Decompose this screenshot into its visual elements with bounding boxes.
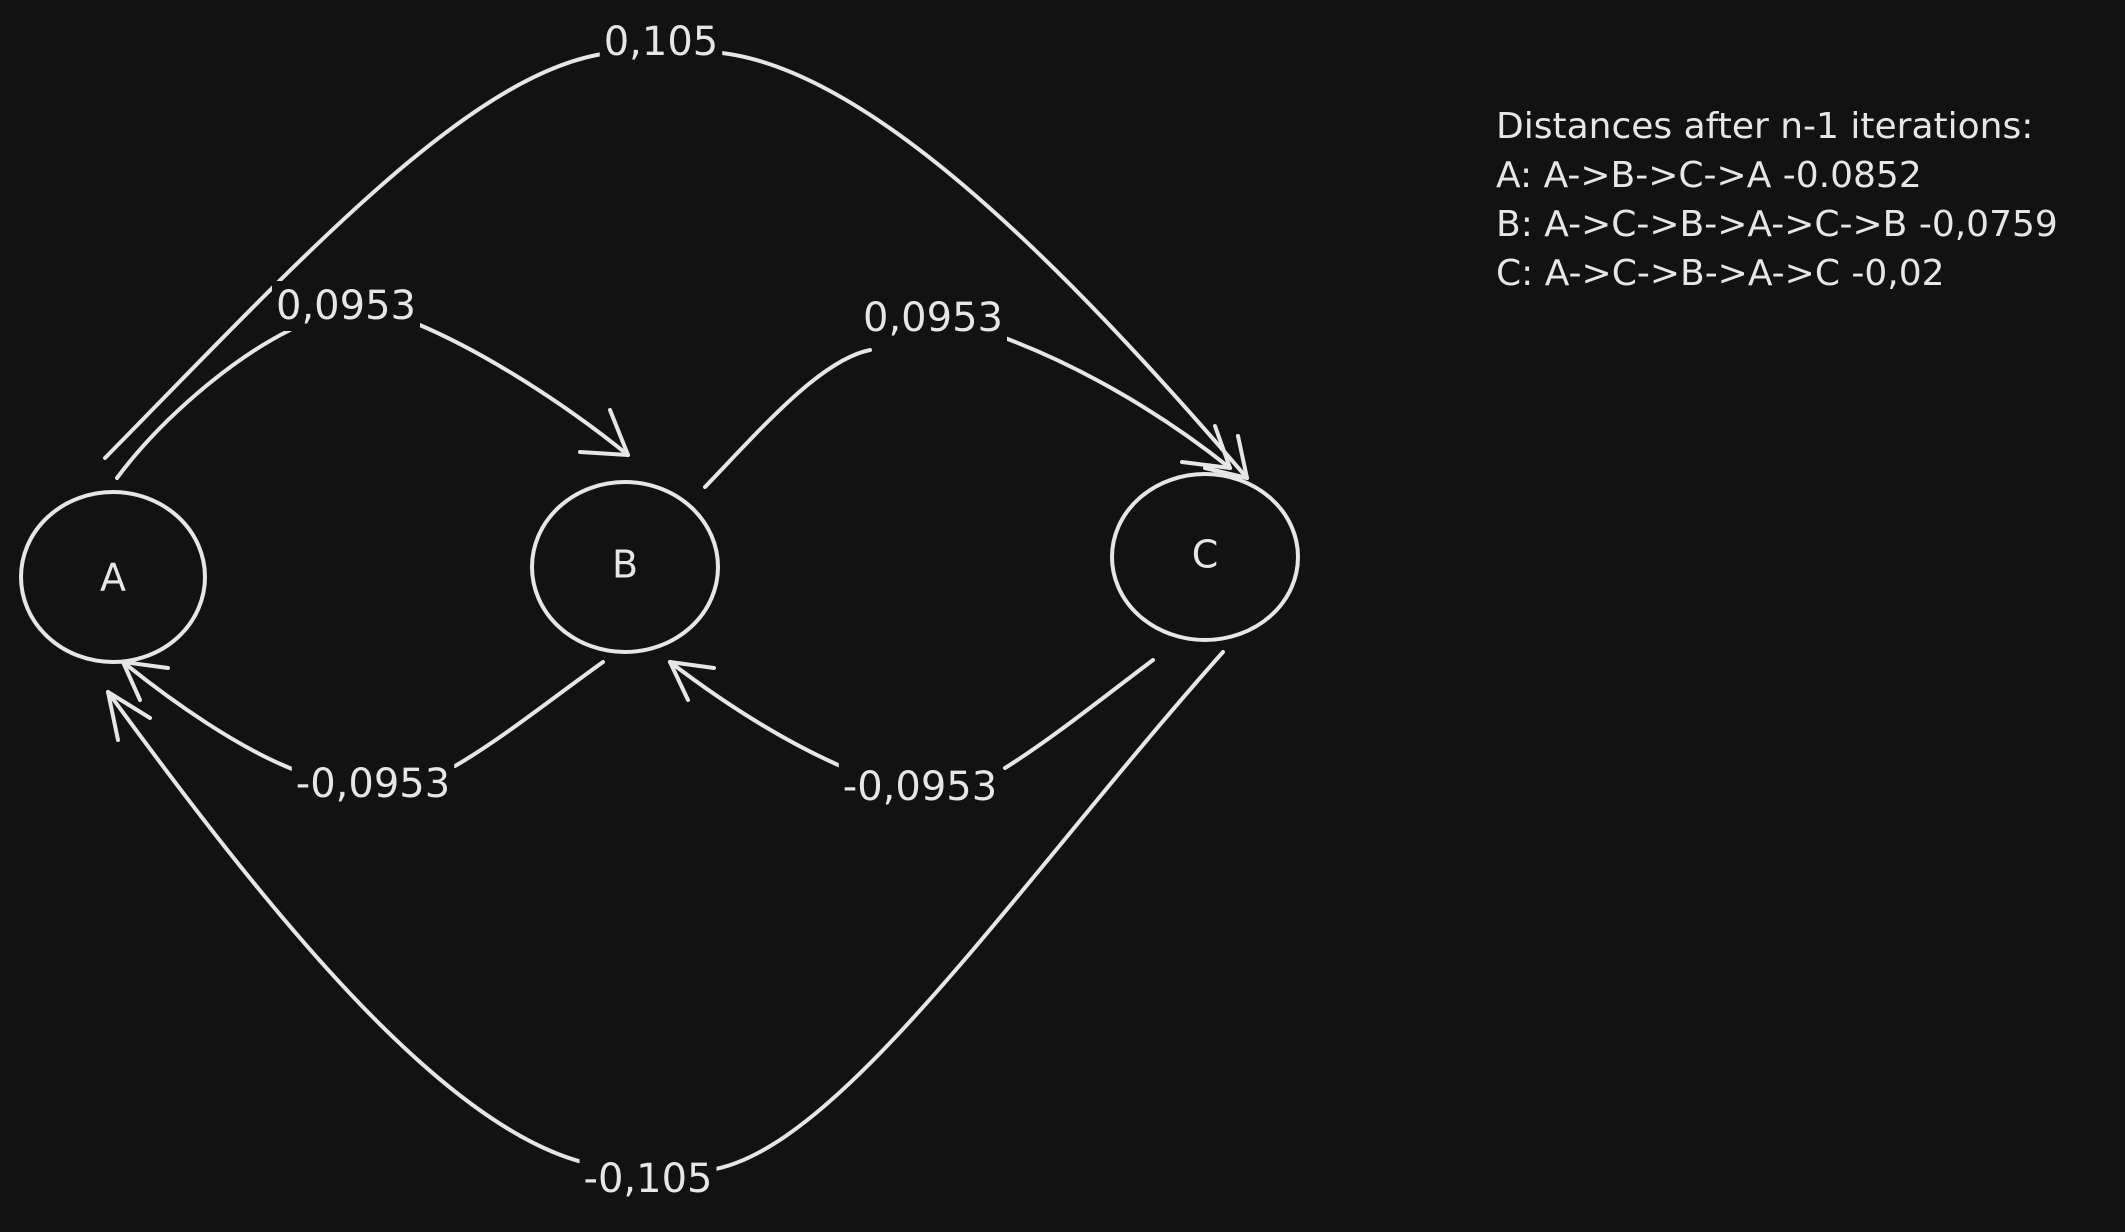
node-a-label: A — [100, 556, 126, 600]
edge-label-background — [272, 281, 420, 331]
edge-b-to-c — [703, 336, 1232, 489]
edge-label-background — [579, 1154, 717, 1204]
edge-label-a-to-b: 0,0953 — [276, 283, 416, 329]
edge-label-background — [859, 293, 1007, 343]
edge-label-background — [599, 17, 723, 67]
distance-line-b: B: A->C->B->A->C->B -0,0759 — [1496, 204, 2058, 245]
edge-label-b-to-a: -0,0953 — [296, 761, 450, 807]
edge-label-c-to-a-bottom: -0,105 — [584, 1156, 713, 1202]
edge-label-background — [291, 759, 455, 809]
edge-a-to-b — [115, 321, 630, 480]
node-b-label: B — [612, 543, 638, 587]
edge-label-c-to-b: -0,0953 — [843, 764, 997, 810]
distances-title: Distances after n-1 iterations: — [1496, 106, 2034, 147]
distance-line-c: C: A->C->B->A->C -0,02 — [1496, 253, 1945, 294]
node-c: C — [1110, 472, 1300, 642]
edge-b-to-a — [121, 660, 605, 774]
edge-label-background — [838, 762, 1002, 812]
edge-label-a-to-c-top: 0,105 — [604, 19, 719, 65]
node-a: A — [19, 490, 207, 664]
distances-panel: Distances after n-1 iterations: A: A->B-… — [1496, 102, 2116, 298]
edge-a-to-c-top — [103, 50, 1249, 480]
edge-c-to-b — [668, 658, 1155, 770]
node-b: B — [530, 480, 720, 654]
edge-c-to-a-bottom — [106, 650, 1225, 1172]
edge-label-b-to-c: 0,0953 — [863, 295, 1003, 341]
distance-line-a: A: A->B->C->A -0.0852 — [1496, 155, 1922, 196]
node-c-label: C — [1192, 533, 1219, 577]
